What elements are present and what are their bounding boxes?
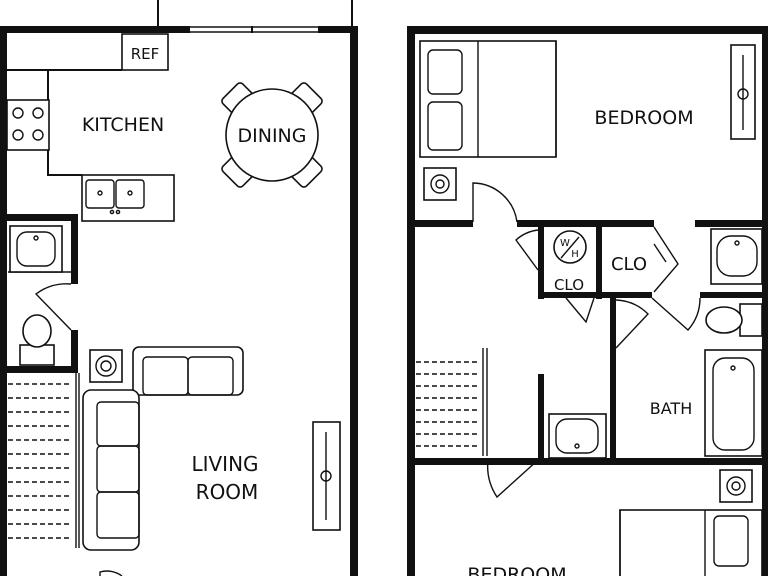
loveseat — [132, 346, 244, 396]
water-heater: W H — [553, 230, 587, 264]
ref-label: REF — [131, 45, 160, 63]
tv-stand-top — [730, 44, 756, 140]
sofa — [82, 389, 140, 551]
powder-sink — [9, 225, 63, 273]
bedroom-bottom-label: BEDROOM — [467, 564, 566, 576]
tv-stand-left — [312, 421, 341, 531]
dining-label: DINING — [238, 125, 307, 147]
clo-right-label: CLO — [611, 254, 647, 275]
bath-label: BATH — [650, 399, 692, 418]
hall-sink — [548, 413, 607, 459]
wh-w-label: W — [560, 238, 570, 249]
dining-table: DINING — [221, 82, 323, 188]
living-label-line1: LIVING — [191, 452, 258, 476]
wh-h-label: H — [571, 249, 579, 260]
bedroom-top-label: BEDROOM — [594, 107, 693, 129]
first-floor: REF KITCHEN DINING — [0, 0, 358, 576]
bathtub — [704, 349, 763, 457]
second-floor: BEDROOM W H CLO CLO — [407, 26, 768, 576]
clo-left-label: CLO — [554, 276, 584, 294]
floor-vent-bottom — [719, 469, 753, 503]
bath-sink-top — [710, 228, 763, 285]
stairs-right — [416, 348, 488, 456]
wall-left-top-right — [318, 26, 358, 33]
stairs-left — [8, 373, 80, 548]
living-label-line2: ROOM — [196, 480, 259, 504]
kitchen-counter — [7, 69, 175, 222]
toilet-right — [705, 303, 763, 337]
floor-vent-left — [89, 349, 123, 383]
wall-left-right — [350, 26, 358, 576]
stove — [6, 99, 50, 151]
wall-left-outer — [0, 26, 7, 576]
floor-vent-top — [423, 167, 457, 201]
bed-bottom — [619, 509, 763, 576]
bed-top — [419, 40, 557, 158]
kitchen-label: KITCHEN — [82, 114, 164, 136]
wall-left-top — [0, 26, 190, 33]
sliding-door — [157, 0, 353, 33]
toilet-left — [19, 314, 55, 366]
refrigerator: REF — [121, 33, 169, 71]
